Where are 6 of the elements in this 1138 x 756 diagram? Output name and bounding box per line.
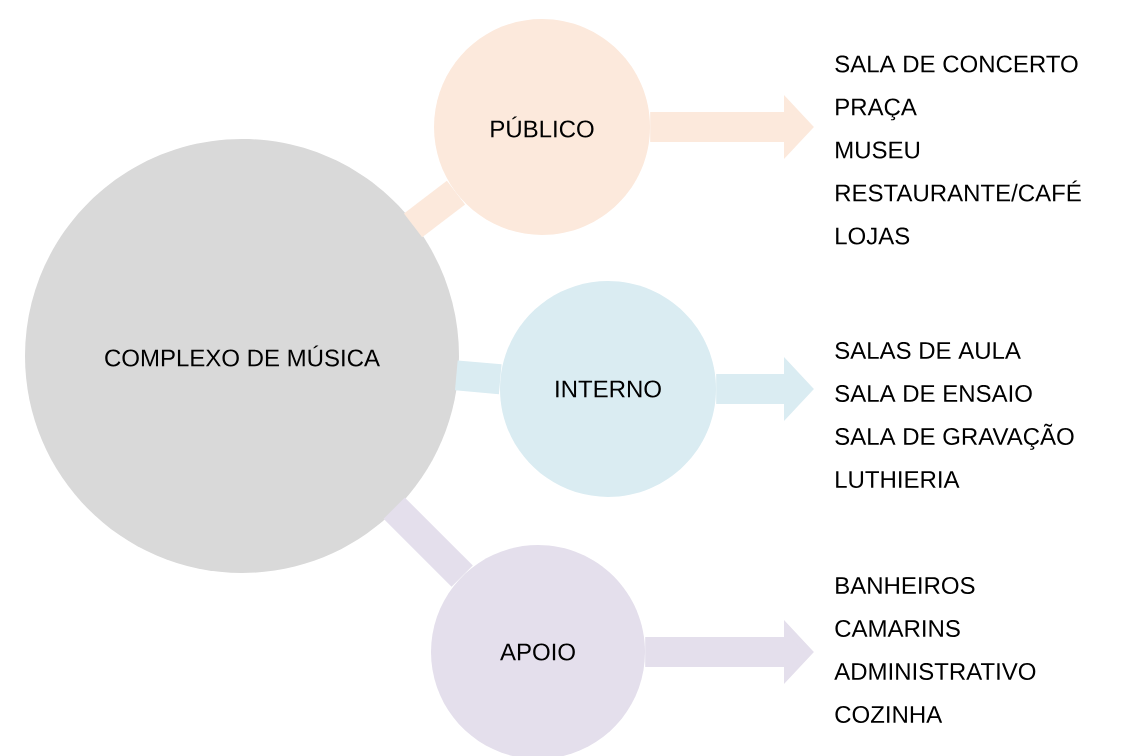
connector-band	[383, 497, 473, 587]
connector-band	[454, 360, 502, 395]
text-list: SALAS DE AULA SALA DE ENSAIO SALA DE GRAVAÇÃO LUTHIERIA	[835, 342, 1074, 488]
connector-band	[403, 180, 466, 238]
text-list: SALA DE CONCERTO PRAÇA MUSEU RESTAURANTE/CAFÉ LOJAS	[835, 55, 1081, 245]
text-list: BANHEIROS CAMARINS ADMINISTRATIVO COZINHA	[834, 577, 1036, 723]
